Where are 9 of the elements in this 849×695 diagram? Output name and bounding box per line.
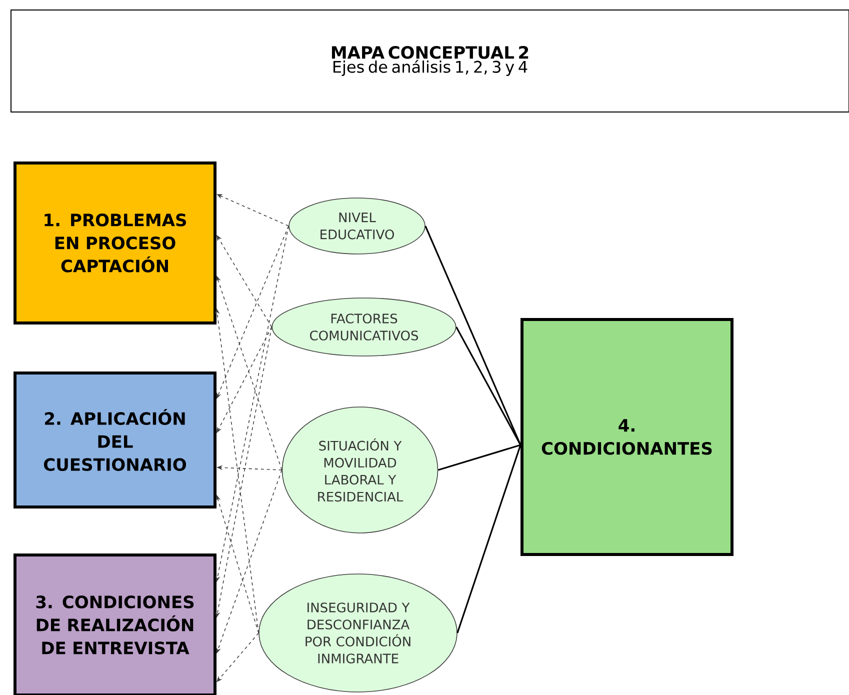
connector-line — [424, 226, 522, 446]
connector-line — [438, 444, 521, 471]
concept-box: 1. PROBLEMAS EN PROCESO CAPTACIÓN — [14, 162, 216, 324]
connector-line — [456, 326, 522, 446]
title-box: MAPA CONCEPTUAL 2 Ejes de análisis 1, 2, 3 y 4 — [10, 10, 849, 112]
concept-box: 4. CONDICIONANTES — [520, 318, 734, 556]
concept-box: 2. APLICACIÓN DEL CUESTIONARIO — [14, 372, 216, 508]
concept-box: 3. CONDICIONES DE REALIZACIÓN DE ENTREVISTA — [14, 554, 216, 695]
connector-line — [456, 444, 522, 634]
